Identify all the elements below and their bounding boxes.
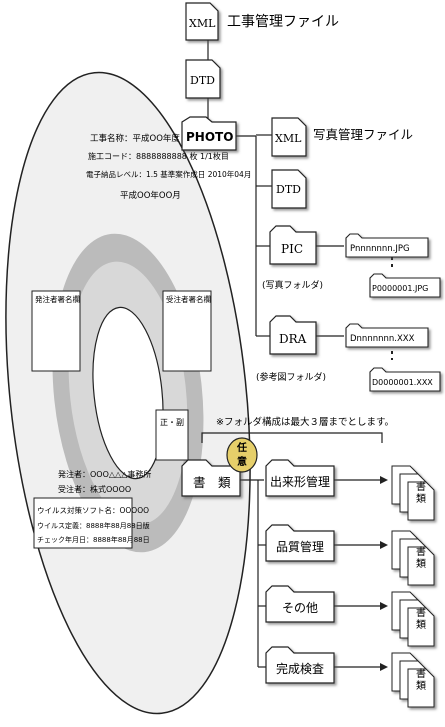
photo-xml-label: XML [275,132,302,145]
badge-char-1: 任 [236,441,247,454]
category-folder-label: 品質管理 [276,539,324,554]
disc-box-right-label: 受注者署名欄 [166,294,211,304]
disc-box-left [31,290,81,372]
dra-file-2: D0000001.XXX [369,367,441,392]
dra-file-1: Dnnnnnnn.XXX [345,323,429,348]
document-icon [407,607,435,647]
document-stack: 書類 [391,591,435,647]
connector-arrowheads [380,476,388,671]
category-folder-label: その他 [282,601,318,615]
photo-dtd-label: DTD [276,183,301,196]
photo-folder: PHOTO [181,116,237,151]
category-folder: その他 [265,585,335,623]
disc-org-1: 発注者：OOO△△△事務所 [58,469,151,479]
photo-dtd-file: DTD [271,169,307,209]
badge-char-2: 意 [237,455,247,468]
pic-folder: PIC [269,225,317,265]
top-xml-label: XML [189,17,216,30]
document-stack: 書類 [391,530,435,586]
top-xml-file: XML [185,2,219,41]
disc-virus-1: ウイルス対策ソフト名：OOOOO [37,505,149,515]
dra-folder-caption: (参考図フォルダ) [256,371,326,383]
disc-box-left-label: 発注者署名欄 [35,294,80,304]
photo-xml-file: XML [271,117,307,157]
document-label-top: 書 [416,667,426,680]
pic-file-1: Pnnnnnnn.JPG [345,233,429,258]
disc-line-1: 工事名称：平成OO年度 OO [90,133,196,144]
document-icon [407,546,435,586]
pic-file-1-label: Pnnnnnnn.JPG [350,244,410,254]
folder-depth-note: ※フォルダ構成は最大３層までとします。 [216,416,394,428]
document-icon [407,481,435,521]
document-label-bottom: 類 [416,493,426,505]
top-dtd-label: DTD [190,74,215,87]
pic-file-2: P0000001.JPG [369,273,441,298]
document-label-top: 書 [416,606,426,619]
category-folder: 完成検査 [265,646,335,684]
document-stack: 書類 [391,465,435,521]
category-folder: 出来形管理 [265,459,335,497]
connector-lines [201,40,393,668]
disc-org-2: 受注者：株式OOOO [58,484,131,494]
dra-file-2-label: D0000001.XXX [372,378,433,387]
badge-circle [226,437,258,473]
document-icon [407,668,435,708]
category-folder: 品質管理 [265,524,335,562]
disc-box-small [155,409,189,461]
dra-folder-label: DRA [279,332,307,346]
disc-virus-2: ウイルス定義：8888年88月88日版 [37,521,150,530]
disc-virus-box [33,497,133,549]
document-label-bottom: 類 [416,558,426,570]
top-xml-caption: 工事管理ファイル [227,14,339,30]
document-stack: 書類 [391,652,435,708]
dra-file-1-label: Dnnnnnnn.XXX [350,334,415,344]
disc-line-3: 電子納品レベル：1.5 基準案作成日 2010年04月 [86,169,251,179]
photo-xml-caption: 写真管理ファイル [313,127,413,142]
shorui-folder: 書 類 [181,459,241,497]
disc-box-right [162,290,212,372]
document-label-top: 書 [416,545,426,558]
pic-folder-caption: (写真フォルダ) [262,279,323,291]
disc-box-small-label: 正・副 [160,418,184,427]
document-label-bottom: 類 [416,619,426,631]
photo-folder-label: PHOTO [186,130,233,144]
cd-disc: 工事名称：平成OO年度 OO 施工コード：8888888888 枚 1/1枚目 … [5,71,251,715]
category-folder-label: 完成検査 [276,661,324,676]
disc-line-2: 施工コード：8888888888 枚 1/1枚目 [88,151,229,161]
pic-folder-label: PIC [281,242,303,256]
category-folder-label: 出来形管理 [270,474,330,489]
dra-folder: DRA [269,315,317,355]
disc-hole [92,306,164,480]
disc-line-4: 平成OO年OO月 [120,190,181,201]
top-dtd-file: DTD [185,59,221,99]
shorui-folder-label: 書 類 [193,475,231,490]
document-label-bottom: 類 [416,680,426,692]
optional-badge: 任 意 [226,437,258,473]
pic-file-2-label: P0000001.JPG [372,284,428,293]
document-label-top: 書 [416,480,426,493]
disc-virus-3: チェック年月日：8888年88月88日 [37,535,150,544]
